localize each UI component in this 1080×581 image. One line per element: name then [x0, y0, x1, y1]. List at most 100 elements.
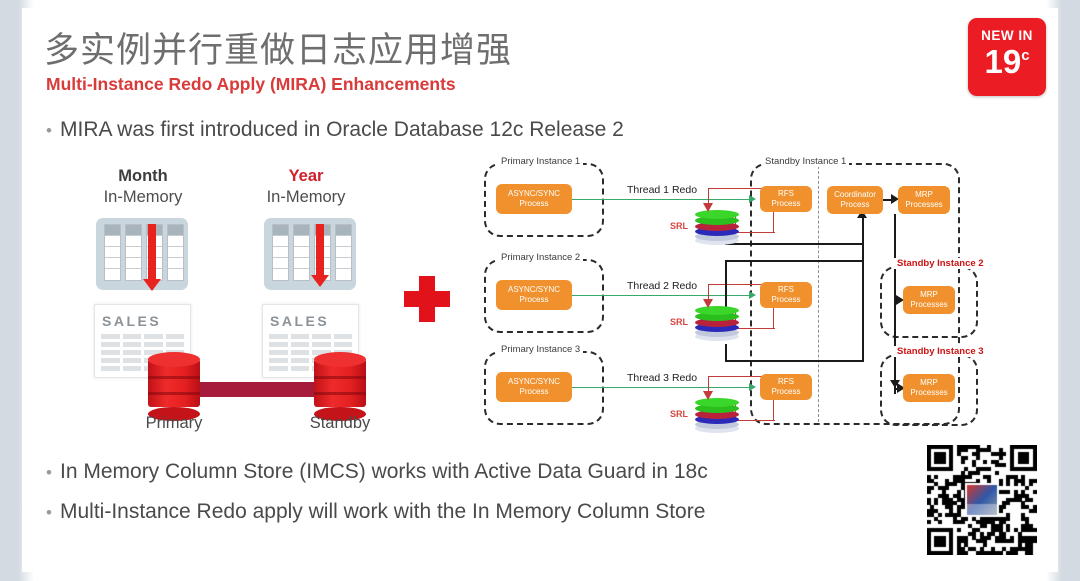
mrp-distribution-trunk — [894, 214, 896, 394]
srl-write-line-2d — [735, 328, 775, 329]
redo-line-1 — [572, 199, 750, 200]
coordinator-feed-arrow — [857, 210, 867, 218]
thread-2-redo-label: Thread 2 Redo — [627, 280, 698, 292]
rfs-process-2: RFS Process — [760, 282, 812, 308]
plus-icon — [404, 276, 450, 322]
bullet-text-2: In Memory Column Store (IMCS) works with… — [60, 460, 708, 483]
mrp-processes-1: MRP Processes — [898, 186, 950, 214]
process-label-line2: Process — [771, 295, 801, 304]
year-inmemory-header: Year In-Memory — [241, 166, 371, 208]
bullet-item-3: • Multi-Instance Redo apply will work wit… — [46, 500, 705, 524]
redo-arrow-2 — [749, 291, 756, 299]
column-group — [104, 224, 184, 281]
badge-version-number: 19 — [984, 42, 1022, 80]
srl-write-line-3 — [708, 376, 709, 393]
new-in-19c-badge: NEW IN 19c — [968, 18, 1046, 96]
srl-label-3: SRL — [670, 409, 688, 419]
srl-write-line-2b — [708, 284, 774, 285]
month-label: Month — [118, 167, 168, 185]
process-label-line2: Process — [519, 387, 549, 396]
mrp-processes-3: MRP Processes — [903, 374, 955, 402]
process-label-line2: Process — [519, 295, 549, 304]
process-label-line2: Process — [840, 200, 870, 209]
qr-code-canvas — [927, 445, 1037, 555]
redo-arrow-1 — [749, 195, 756, 203]
coordinator-process: Coordinator Process — [827, 186, 883, 214]
sales-table-title: SALES — [102, 313, 162, 329]
process-label-line1: RFS — [778, 376, 794, 386]
process-label-line1: MRP — [915, 189, 933, 199]
bullet-text-3: Multi-Instance Redo apply will work with… — [60, 500, 706, 523]
column — [335, 224, 352, 281]
standby-instance-1-label: Standby Instance 1 — [762, 156, 850, 167]
primary-instance-2-label: Primary Instance 2 — [498, 252, 584, 263]
thread-3-redo-label: Thread 3 Redo — [627, 372, 698, 384]
scan-arrow-icon — [311, 224, 329, 287]
srl-write-line-3d — [735, 420, 775, 421]
standby-instance-2-label: Standby Instance 2 — [894, 258, 987, 269]
srl-label-2: SRL — [670, 317, 688, 327]
badge-version-suffix: c — [1021, 47, 1030, 65]
process-label-line1: ASYNC/SYNC — [507, 188, 560, 198]
process-label-line2: Process — [519, 199, 549, 208]
mrp-branch-arrow-3b — [897, 383, 905, 393]
column — [125, 224, 142, 281]
redo-line-3 — [572, 387, 750, 388]
srl-write-line-1d — [735, 232, 775, 233]
coordinator-to-mrp-arrow — [891, 194, 899, 204]
qr-code[interactable] — [924, 442, 1040, 558]
replication-arrow-icon — [196, 375, 340, 403]
primary-instance-1-label: Primary Instance 1 — [498, 156, 584, 167]
bullet-glyph: • — [46, 503, 52, 522]
apply-feed-line-3 — [725, 360, 862, 362]
srl-write-line-2 — [708, 284, 709, 301]
mira-architecture-diagram: Primary Instance 1 ASYNC/SYNC Process Th… — [470, 148, 1050, 438]
rfs-process-3: RFS Process — [760, 374, 812, 400]
process-label-line2: Process — [771, 387, 801, 396]
bullet-item-2: • In Memory Column Store (IMCS) works wit… — [46, 460, 708, 484]
async-sync-process-1: ASYNC/SYNC Process — [496, 184, 572, 214]
bullet-text-1: MIRA was first introduced in Oracle Data… — [60, 118, 624, 141]
bullet-glyph: • — [46, 121, 52, 140]
coordinator-feed-riser — [862, 214, 864, 362]
bullet-item-1: • MIRA was first introduced in Oracle Dat… — [46, 118, 624, 142]
process-label-line1: MRP — [920, 289, 938, 299]
month-inmemory-header: Month In-Memory — [78, 166, 208, 208]
process-label-line2: Processes — [905, 200, 943, 209]
sales-table-title: SALES — [270, 313, 330, 329]
year-inmemory-sublabel: In-Memory — [266, 188, 346, 206]
inmemory-column-store-standby — [264, 218, 356, 290]
srl-write-line-1 — [708, 188, 709, 205]
primary-database-icon — [148, 352, 200, 421]
process-label-line2: Processes — [910, 300, 948, 309]
srl-write-arrow-2 — [703, 299, 713, 308]
process-label-line2: Process — [771, 199, 801, 208]
scan-arrow-icon — [143, 224, 161, 291]
redo-line-2 — [572, 295, 750, 296]
process-label-line1: RFS — [778, 284, 794, 294]
standby-caption: Standby — [309, 414, 371, 432]
column — [167, 224, 184, 281]
column-group — [272, 224, 352, 281]
mrp-branch-arrow-3 — [890, 380, 900, 388]
process-label-line1: Coordinator — [834, 189, 876, 199]
apply-feed-line-2 — [725, 260, 862, 262]
srl-write-arrow-3 — [703, 391, 713, 400]
thread-1-redo-label: Thread 1 Redo — [627, 184, 698, 196]
srl-label-1: SRL — [670, 221, 688, 231]
column — [104, 224, 121, 281]
process-label-line1: MRP — [920, 377, 938, 387]
column — [272, 224, 289, 281]
slide-canvas: 多实例并行重做日志应用增强 Multi-Instance Redo Apply … — [22, 8, 1058, 572]
month-inmemory-sublabel: In-Memory — [103, 188, 183, 206]
apply-feed-riser-2 — [725, 260, 727, 322]
process-label-line1: ASYNC/SYNC — [507, 376, 560, 386]
process-label-line2: Processes — [910, 388, 948, 397]
apply-feed-riser-3 — [725, 344, 727, 361]
srl-disk-stack-2 — [695, 306, 739, 342]
inmemory-column-store-primary — [96, 218, 188, 291]
primary-instance-3-label: Primary Instance 3 — [498, 344, 584, 355]
bullet-glyph: • — [46, 463, 52, 482]
year-label: Year — [288, 167, 324, 185]
